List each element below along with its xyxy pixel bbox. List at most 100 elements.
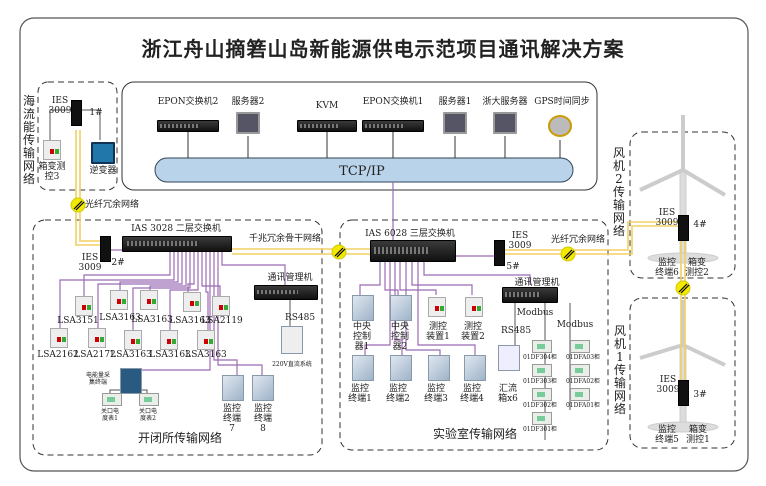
dc-system-label: 220V直流系统: [272, 361, 312, 368]
ias6028-label: IAS 6028 三层交换机: [365, 229, 455, 239]
kbs-rs485-label: RS485: [284, 313, 316, 323]
sea-ies-label: IES 3009: [48, 96, 72, 116]
wind2-ies-label: IES 3009: [655, 208, 679, 228]
kbs-comm-manager: [254, 285, 318, 300]
meter-icon: [570, 388, 590, 401]
meter-label: 关口电度表1: [100, 408, 119, 422]
sea-device-2: 逆变器: [89, 166, 117, 176]
kbs-ies-label: IES 3009: [78, 253, 102, 273]
cabinet-label: 01DFA03柜: [565, 354, 601, 361]
ias6028-switch: [370, 240, 456, 262]
lab-network-label: 实验室传输网络: [432, 427, 518, 441]
wind1-box-label: 箱变测控1: [686, 425, 710, 445]
wind1-monitor-label: 监控终端5: [655, 425, 679, 445]
tcpip-bus-label: TCP/IP: [339, 164, 385, 179]
meter-icon: [532, 340, 552, 353]
fiber-label-right: 光纤冗余网络: [550, 235, 606, 245]
controller-label: 测控装置1: [426, 322, 450, 342]
lab-ies-label: IES 3009: [508, 231, 532, 251]
breaker-label: LSA2162: [37, 350, 79, 360]
breaker-label: LSA2172: [74, 350, 116, 360]
meter-icon: [570, 340, 590, 353]
controller-label: 中央控制器2: [390, 322, 409, 352]
meter-icon: [102, 393, 122, 406]
wind1-ies-label: IES 3009: [656, 375, 680, 395]
wind2-network-label: 风机2传输网络: [612, 146, 625, 238]
wind2-box-label: 箱变测控2: [685, 258, 709, 278]
kbs-ies-id: 2#: [111, 258, 125, 268]
modbus-label: Modbus: [516, 308, 554, 318]
cabinet-icon: [252, 375, 274, 401]
cabinet-icon: [390, 295, 412, 321]
energy-terminal-icon: [120, 368, 142, 394]
breaker-label: LSA3163: [99, 313, 141, 323]
monitor-label: 监控终端7: [222, 404, 241, 434]
breaker-icon: [110, 290, 128, 310]
wind2-ies-id: 4#: [693, 220, 707, 230]
sea-ies-switch: [71, 100, 82, 126]
backbone-label: 千兆冗余骨干网络: [248, 234, 322, 244]
gps-icon: [548, 115, 572, 137]
kbs-comm-label: 通讯管理机: [267, 273, 313, 283]
dc-system-icon: [281, 326, 303, 354]
wind2-ies-switch: [678, 215, 689, 241]
cabinet-icon: [352, 355, 374, 381]
lab-comm-manager: [502, 287, 558, 303]
kvm-label: KVM: [315, 101, 339, 111]
sea-network-label: 海流能传输网络: [22, 94, 35, 186]
lab-ies-id: 5#: [506, 262, 520, 272]
cabinet-label: 01DF302柜: [522, 402, 558, 409]
cabinet-icon: [498, 345, 520, 371]
breaker-label: LSA3151: [57, 316, 99, 326]
breaker-icon: [212, 296, 230, 316]
epon1-label: EPON交换机1: [362, 97, 424, 107]
cabinet-icon: [222, 375, 244, 401]
breaker-icon: [124, 330, 142, 350]
breaker-label: LSA3163: [149, 350, 191, 360]
meter-icon: [532, 364, 552, 377]
monitor-label: 监控终端3: [424, 384, 448, 404]
breaker-icon: [197, 330, 215, 350]
lab-rs485-label: RS485: [500, 326, 532, 336]
meter-icon: [532, 412, 552, 425]
wind2-monitor-label: 监控终端6: [655, 258, 679, 278]
cabinet-icon: [464, 355, 486, 381]
breaker-icon: [465, 297, 483, 317]
meter-icon: [570, 364, 590, 377]
cabinet-label: 01DF304柜: [522, 354, 558, 361]
cabinet-icon: [352, 295, 374, 321]
cabinet-label: 01DF303柜: [522, 378, 558, 385]
server2-label: 服务器2: [231, 97, 265, 107]
cabinet-icon: [428, 355, 450, 381]
kbs-network-label: 开闭所传输网络: [137, 431, 223, 445]
meter-icon: [139, 393, 159, 406]
zju-server-label: 浙大服务器: [482, 97, 528, 107]
controller-label: 测控装置2: [461, 322, 485, 342]
breaker-icon: [428, 297, 446, 317]
breaker-icon: [88, 328, 106, 348]
breaker-label: LSA2119: [201, 316, 243, 326]
zju-server-icon: [493, 112, 517, 134]
breaker-label: LSA3163: [110, 350, 152, 360]
breaker-icon: [183, 292, 201, 312]
inverter-icon: [91, 142, 115, 164]
combiner-label: 汇流箱x6: [498, 384, 518, 404]
box-transformer-icon: [43, 140, 61, 160]
energy-terminal-label: 电能量采集终端: [86, 372, 111, 386]
server2-icon: [236, 112, 260, 134]
breaker-label: LSA3163: [169, 316, 211, 326]
monitor-label: 监控终端4: [460, 384, 484, 404]
breaker-label: LSA3163: [185, 350, 227, 360]
sea-device-1: 箱变测控3: [38, 162, 66, 182]
meter-icon: [532, 388, 552, 401]
monitor-label: 监控终端2: [386, 384, 410, 404]
cabinet-label: 01DFA02柜: [565, 378, 601, 385]
cabinet-label: 01DFA01柜: [565, 402, 601, 409]
fiber-label-top: 光纤冗余网络: [84, 200, 140, 210]
cabinet-icon: [390, 355, 412, 381]
meter-label: 关口电度表2: [138, 408, 157, 422]
breaker-label: LSA3163: [131, 315, 173, 325]
lab-ies-switch: [494, 240, 505, 266]
epon2-device: [157, 120, 219, 132]
breaker-icon: [75, 296, 93, 316]
